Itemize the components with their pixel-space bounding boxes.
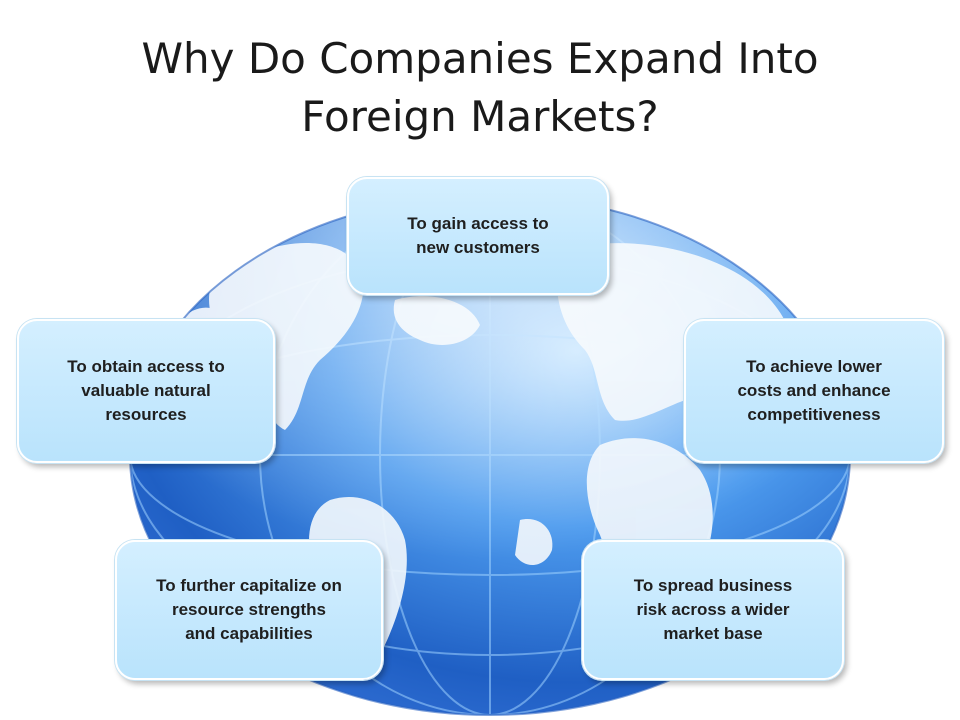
reason-box-new-customers: To gain access to new customers (347, 177, 609, 295)
reason-label: To gain access to new customers (407, 214, 549, 257)
reason-box-natural-resources: To obtain access to valuable natural res… (17, 319, 275, 463)
reason-box-capitalize-strengths: To further capitalize on resource streng… (115, 540, 383, 680)
reason-label: To obtain access to valuable natural res… (67, 357, 225, 424)
reason-box-lower-costs: To achieve lower costs and enhance compe… (684, 319, 944, 463)
reason-label: To achieve lower costs and enhance compe… (737, 357, 891, 424)
reason-box-spread-risk: To spread business risk across a wider m… (582, 540, 844, 680)
reason-label: To spread business risk across a wider m… (633, 576, 793, 643)
reason-label: To further capitalize on resource streng… (156, 576, 342, 643)
page-title: Why Do Companies Expand Into Foreign Mar… (141, 34, 819, 141)
